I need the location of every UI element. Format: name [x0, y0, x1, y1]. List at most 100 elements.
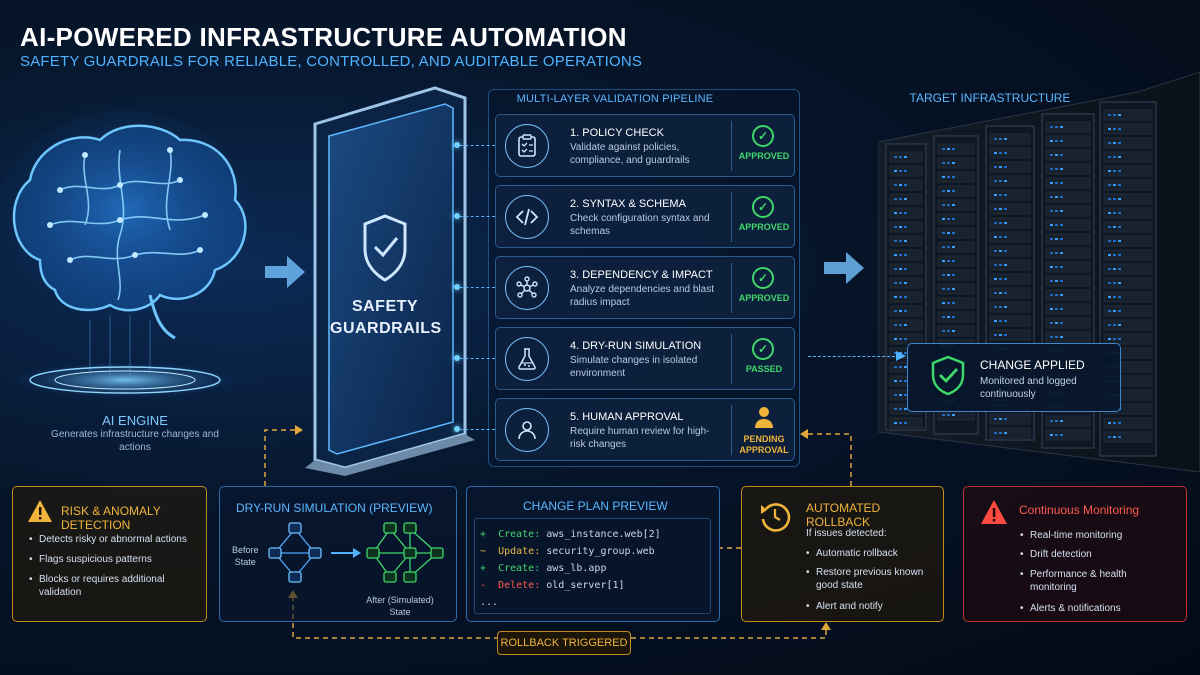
server-unit: [1045, 247, 1091, 259]
server-led: [999, 180, 1002, 182]
server-unit: [989, 175, 1031, 187]
server-led: [904, 366, 907, 368]
change-applied-description: Monitored and logged continuously: [980, 376, 1077, 400]
server-led: [1108, 212, 1111, 214]
guardrails-label-line1: SAFETY: [351, 298, 419, 315]
server-unit: [1045, 317, 1091, 329]
rollback-clock-icon: [761, 503, 791, 532]
server-led: [1004, 180, 1007, 182]
server-unit: [1103, 165, 1153, 177]
server-led: [994, 334, 997, 336]
flask-icon: [505, 337, 549, 381]
person-icon: [505, 408, 549, 452]
server-led: [947, 260, 950, 262]
server-led: [899, 226, 902, 228]
before-state-label: Before State: [232, 545, 259, 568]
server-led: [952, 274, 955, 276]
after-state-label: After (Simulated) State: [350, 595, 450, 618]
server-led: [999, 152, 1002, 154]
server-led: [1050, 252, 1053, 254]
connector-line: [460, 287, 495, 288]
rollback-intro: If issues detected:: [806, 528, 887, 539]
server-led: [904, 394, 907, 396]
server-led: [894, 366, 897, 368]
server-led: [1004, 236, 1007, 238]
server-unit: [1103, 151, 1153, 163]
server-led: [1055, 266, 1058, 268]
server-led: [942, 330, 945, 332]
server-led: [1004, 250, 1007, 252]
server-unit: [1103, 235, 1153, 247]
op-verb: Create:: [498, 563, 541, 574]
server-led: [952, 148, 955, 150]
server-led: [899, 268, 902, 270]
server-led: [894, 394, 897, 396]
server-led: [1004, 306, 1007, 308]
server-unit: [989, 315, 1031, 327]
server-led: [899, 184, 902, 186]
server-led: [1055, 336, 1058, 338]
resource-name: aws_lb.app: [546, 563, 607, 574]
server-unit: [1103, 179, 1153, 191]
server-led: [1118, 240, 1121, 242]
server-led: [1055, 168, 1058, 170]
server-led: [894, 198, 897, 200]
server-led: [904, 352, 907, 354]
server-led: [904, 254, 907, 256]
guardrails-label: SAFETY GUARDRAILS: [330, 296, 442, 339]
bullet-item: Alert and notify: [806, 600, 936, 613]
server-led: [904, 226, 907, 228]
server-led: [994, 152, 997, 154]
connector-line: [460, 145, 495, 146]
server-led: [899, 338, 902, 340]
op-verb: Delete:: [498, 580, 541, 591]
server-led: [1055, 126, 1058, 128]
pipeline-step-policy-check: 1. POLICY CHECK Validate against policie…: [495, 114, 795, 177]
server-led: [1055, 140, 1058, 142]
server-led: [1118, 422, 1121, 424]
server-led: [994, 166, 997, 168]
change-applied-title: CHANGE APPLIED: [980, 358, 1085, 372]
connector-line: [460, 216, 495, 217]
server-led: [947, 204, 950, 206]
step-description: Validate against policies, compliance, a…: [570, 142, 690, 166]
server-led: [947, 232, 950, 234]
op-symbol: +: [480, 529, 487, 540]
server-led: [1050, 210, 1053, 212]
server-unit: [937, 199, 975, 211]
server-led: [1108, 156, 1111, 158]
op-verb: Create:: [498, 529, 541, 540]
server-unit: [989, 287, 1031, 299]
server-led: [999, 208, 1002, 210]
pipeline-step-dry-run: 4. DRY-RUN SIMULATION Simulate changes i…: [495, 327, 795, 390]
topology-graph: [268, 522, 444, 583]
connector-dot: [454, 284, 460, 290]
bullet-item: Drift detection: [1020, 548, 1170, 561]
server-led: [1113, 324, 1116, 326]
server-unit: [1103, 277, 1153, 289]
server-unit: [1103, 137, 1153, 149]
server-unit: [1045, 429, 1091, 441]
server-led: [899, 198, 902, 200]
server-led: [1118, 156, 1121, 158]
server-led: [1004, 138, 1007, 140]
server-unit: [937, 213, 975, 225]
server-led: [1050, 336, 1053, 338]
server-led: [1060, 238, 1063, 240]
server-led: [894, 184, 897, 186]
server-led: [1118, 282, 1121, 284]
op-symbol: -: [480, 580, 487, 591]
bullet-item: Restore previous known good state: [806, 566, 936, 592]
server-led: [952, 246, 955, 248]
server-led: [1113, 184, 1116, 186]
server-led: [1055, 434, 1058, 436]
server-led: [899, 296, 902, 298]
pipeline-step-syntax-schema: 2. SYNTAX & SCHEMA Check configuration s…: [495, 185, 795, 248]
server-unit: [989, 301, 1031, 313]
server-led: [1108, 282, 1111, 284]
server-led: [1004, 194, 1007, 196]
code-line: - Delete: old_server[1]: [480, 580, 625, 591]
shield-check-icon: [363, 214, 407, 282]
connector-line: [460, 358, 495, 359]
guardrails-label-line2: GUARDRAILS: [330, 319, 442, 337]
